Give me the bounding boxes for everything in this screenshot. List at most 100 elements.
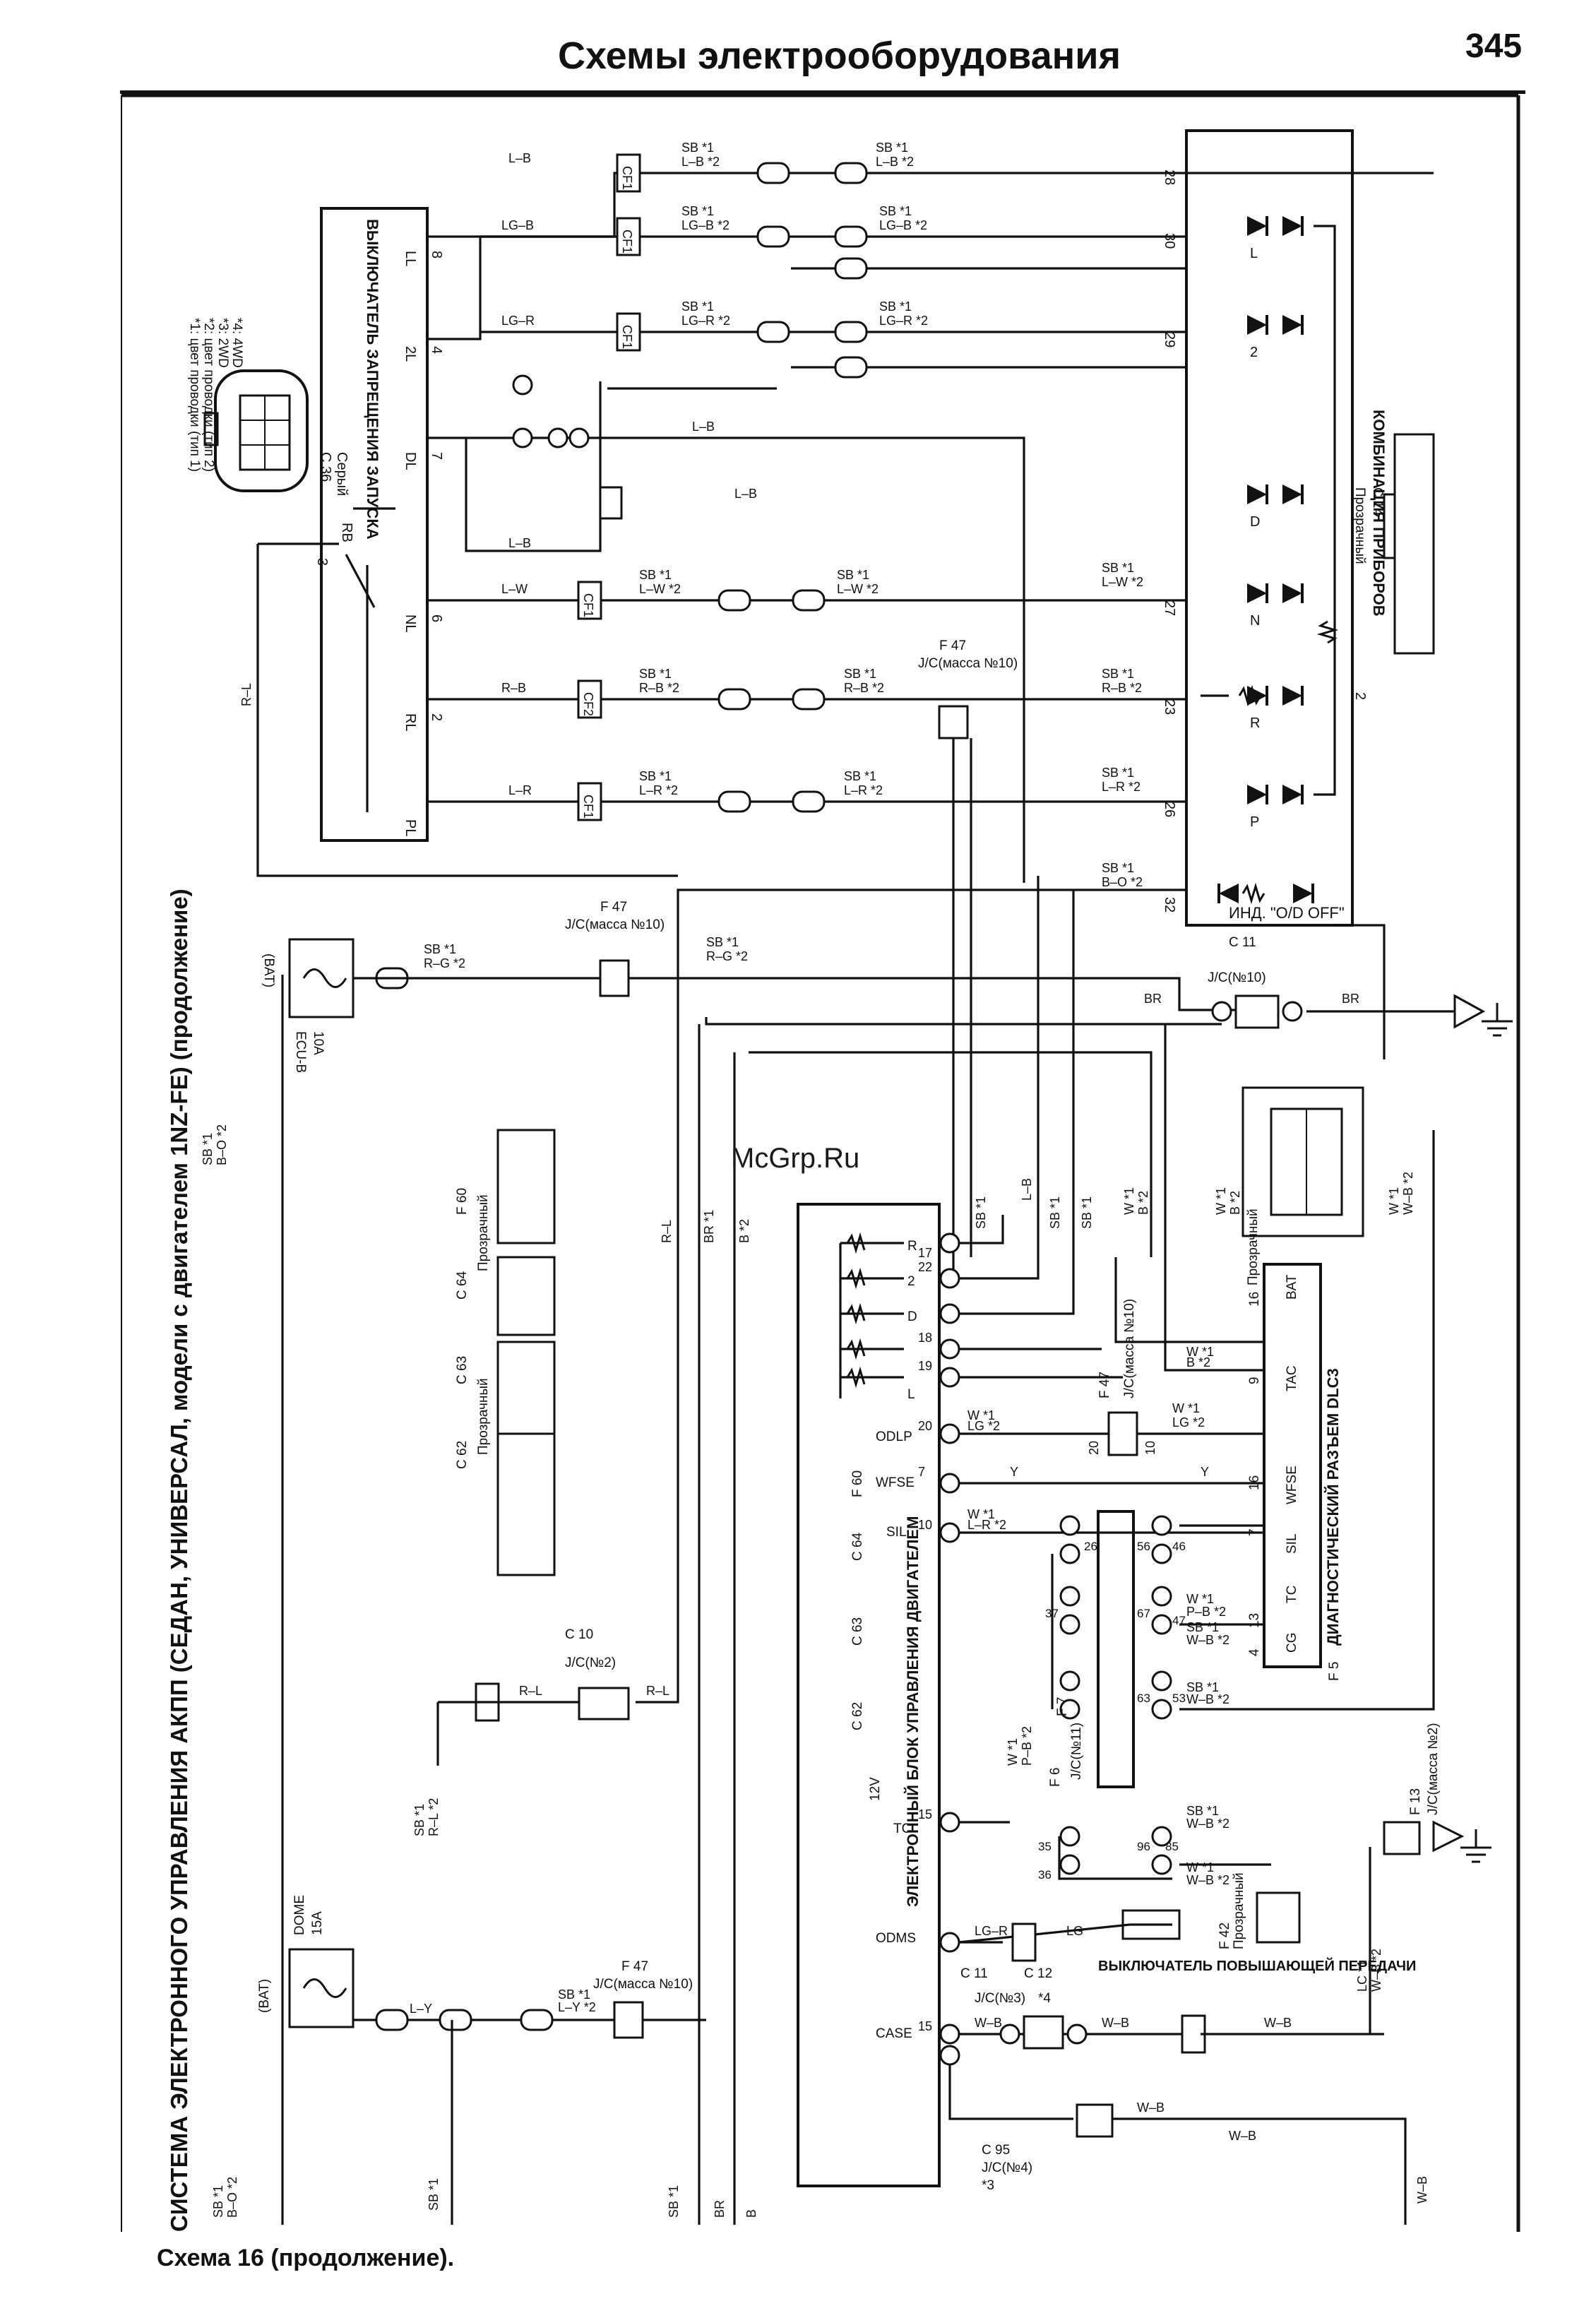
pin-number: 36 bbox=[1038, 1868, 1052, 1882]
terminal-label: PL bbox=[403, 819, 418, 836]
wire-label: P–B *2 bbox=[1186, 1605, 1226, 1619]
wire-label: L–B bbox=[508, 151, 531, 165]
legend-item: *2: цвет проводки (тип 2) bbox=[201, 318, 216, 472]
fuse-rating: 15A bbox=[310, 1911, 325, 1935]
jc-label: C 95 bbox=[982, 2143, 1010, 2158]
wire-label: SB *1 bbox=[1102, 861, 1134, 875]
jc-label: C 10 bbox=[565, 1627, 593, 1642]
pin-number: 7 bbox=[918, 1465, 925, 1479]
pin-number: 29 bbox=[1162, 332, 1177, 347]
wire-label: R–G *2 bbox=[706, 949, 748, 963]
wire-label: LG *2 bbox=[1172, 1415, 1205, 1430]
fuse-source: (BAT) bbox=[257, 1979, 272, 2013]
wire-label: L–R *2 bbox=[1102, 780, 1141, 794]
wire-label: SB *1 bbox=[681, 299, 714, 314]
pin-number: 27 bbox=[1162, 600, 1177, 616]
jc-label: C 62 bbox=[850, 1702, 865, 1730]
dlc3-terminal: WFSE bbox=[1285, 1466, 1299, 1504]
wire-label: W–B bbox=[1264, 2016, 1292, 2030]
pin-number: 4 bbox=[429, 346, 444, 354]
wire-label: W–B bbox=[1102, 2016, 1129, 2030]
wire-label: W *1 bbox=[967, 1408, 995, 1422]
ecu-terminal: D bbox=[907, 1309, 917, 1324]
pin-number: 56 bbox=[1137, 1540, 1150, 1553]
connector-tag: CF1 bbox=[620, 230, 634, 254]
wire-label: W *1 bbox=[1186, 1592, 1214, 1606]
wire-label: W *1 bbox=[1214, 1187, 1228, 1215]
connector-color: Прозрачный bbox=[476, 1194, 491, 1271]
wire-label: W *1 bbox=[1186, 1860, 1214, 1874]
wire-label: LG–R bbox=[501, 314, 535, 328]
wire-label: W *1 bbox=[1387, 1187, 1401, 1215]
pin-number: 85 bbox=[1165, 1840, 1179, 1853]
page-number: 345 bbox=[1465, 28, 1523, 65]
terminal-label: LL bbox=[403, 251, 418, 266]
connector-tag: CF1 bbox=[620, 325, 634, 349]
wire-label: SB *1 bbox=[639, 667, 672, 681]
jc-label: F 47 bbox=[1097, 1372, 1112, 1398]
pin-number: 20 bbox=[918, 1419, 932, 1433]
wire-label: W–B *2 bbox=[1186, 1873, 1229, 1887]
supply-12v: 12V bbox=[868, 1777, 883, 1801]
park-neutral-switch-label: ВЫКЛЮЧАТЕЛЬ ЗАПРЕЩЕНИЯ ЗАПУСКА bbox=[364, 219, 381, 540]
connector-c36-color: Серый bbox=[334, 452, 350, 496]
connector-tag: CF2 bbox=[581, 692, 595, 716]
wire-label: L–B bbox=[1020, 1178, 1034, 1201]
connector-label: C 63 bbox=[455, 1356, 470, 1384]
wire-label: SB *1 bbox=[558, 1987, 590, 2002]
wire-label: P–B *2 bbox=[1020, 1726, 1034, 1766]
figure-caption: Схема 16 (продолжение). bbox=[157, 2245, 455, 2271]
watermark: McGrp.Ru bbox=[731, 1143, 860, 1174]
wire-label: W *1 bbox=[1006, 1738, 1020, 1766]
jc3-jc4-case: C 11 C 12 J/C(№3) *4 C 95 J/C(№4) *3 F 1… bbox=[960, 1723, 1493, 2225]
wire-label: W–B *2 bbox=[1186, 1817, 1229, 1831]
wire-label: LG–B *2 bbox=[879, 218, 927, 232]
engine-ecu: ЭЛЕКТРОННЫЙ БЛОК УПРАВЛЕНИЯ ДВИГАТЕЛЕМ C… bbox=[797, 1203, 960, 2187]
pin-number: 15 bbox=[918, 1807, 932, 1821]
wire-label: L–R bbox=[508, 783, 532, 797]
wire-label: B *2 bbox=[1136, 1191, 1150, 1215]
jc-mass10-middle: F 47 J/C(масса №10) 20 10 bbox=[1087, 1299, 1157, 1456]
pin-number: 4 bbox=[1247, 1648, 1262, 1656]
wire-label: BR bbox=[1144, 992, 1162, 1006]
jc-label: C 64 bbox=[850, 1532, 865, 1561]
wire-label: LC *1 bbox=[1355, 1960, 1369, 1992]
wire-label: L–W *2 bbox=[639, 582, 681, 596]
connector-tag: CF1 bbox=[581, 795, 595, 819]
od-off-indicator-label: ИНД. "O/D OFF" bbox=[1229, 904, 1345, 922]
park-neutral-switch: ВЫКЛЮЧАТЕЛЬ ЗАПРЕЩЕНИЯ ЗАПУСКА LL 2L DL … bbox=[314, 207, 444, 842]
pin-number: 63 bbox=[1137, 1692, 1150, 1705]
pin-number: 37 bbox=[1045, 1607, 1059, 1620]
wire-label: SB *1 bbox=[1186, 1804, 1219, 1818]
pin-number: 15 bbox=[918, 2019, 932, 2033]
wire-label: R–G *2 bbox=[424, 956, 465, 970]
wire-label: R–L bbox=[646, 1684, 669, 1698]
pin-number: 67 bbox=[1137, 1607, 1150, 1620]
wire-label: SB *1 bbox=[639, 769, 672, 783]
wire-label: L–Y bbox=[410, 2002, 432, 2016]
inline-connectors: CF1 CF1 CF1 CF1 CF2 CF1 bbox=[512, 153, 868, 821]
wire-label: SB *1 bbox=[427, 2178, 441, 2211]
pin-number: 23 bbox=[1162, 699, 1177, 715]
wire-label: L–B *2 bbox=[681, 155, 720, 169]
pin-number: 19 bbox=[918, 1359, 932, 1373]
pin-number: 26 bbox=[1162, 802, 1177, 817]
jc-label: J/C(масса №10) bbox=[1122, 1299, 1137, 1398]
wire-label: W–B bbox=[1229, 2129, 1256, 2143]
terminal-label: RB bbox=[339, 523, 355, 542]
connector-label: C 62 bbox=[455, 1441, 470, 1469]
pin-number: 10 bbox=[918, 1518, 932, 1532]
wire-label: SB *1 bbox=[706, 935, 739, 949]
meter-connector-label: C 14 bbox=[1370, 487, 1385, 516]
wire-label: LG–R bbox=[975, 1924, 1008, 1938]
ecu-terminal: ODMS bbox=[876, 1931, 916, 1946]
dlc3-connector: ДИАГНОСТИЧЕСКИЙ РАЗЪЕМ DLC3 F 5 BAT TAC … bbox=[1214, 1086, 1415, 1681]
jc-label: J/C(№2) bbox=[565, 1656, 616, 1670]
wire-label: B bbox=[744, 2209, 758, 2218]
wire-label: W–B bbox=[975, 2016, 1002, 2030]
connector-tag: CF1 bbox=[620, 166, 634, 190]
ecu-terminal: R bbox=[907, 1239, 917, 1254]
jc-label: C 63 bbox=[850, 1617, 865, 1646]
fuse-name: ECU-B bbox=[293, 1031, 308, 1073]
wire-label: SB *1 bbox=[1102, 561, 1134, 575]
